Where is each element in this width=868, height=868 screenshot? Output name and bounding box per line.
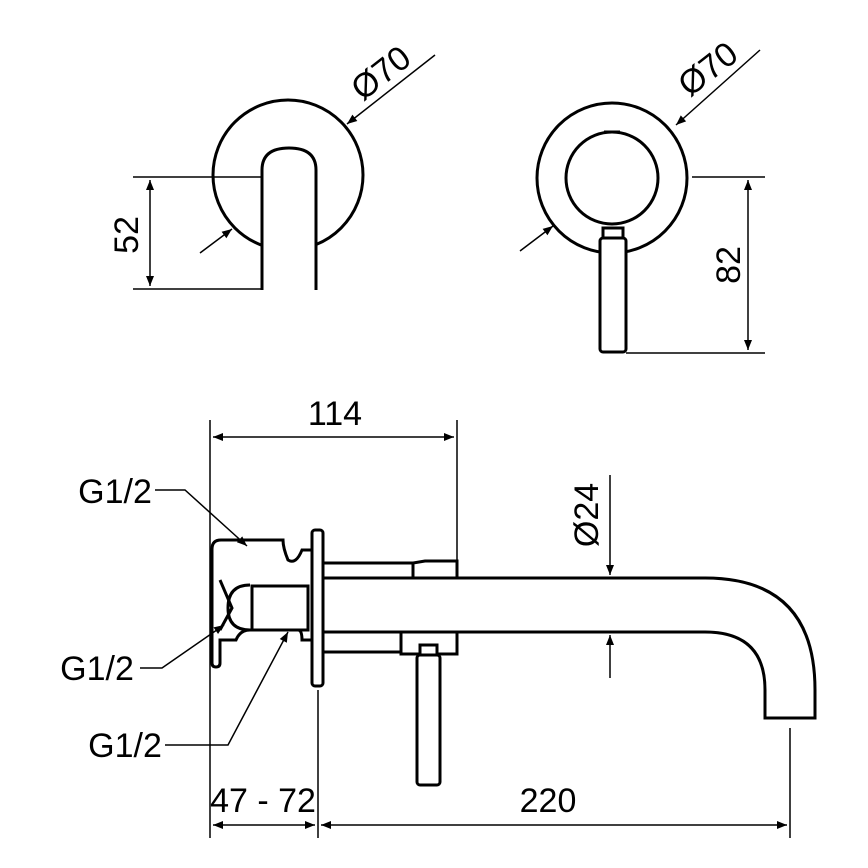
depth-label: 114 (308, 395, 362, 433)
front-view-spout: 52 Ø70 (108, 39, 436, 290)
height-label: 52 (108, 216, 146, 254)
spout-front (260, 146, 318, 290)
cartridge-circle (564, 130, 660, 226)
connection-label-top: G1/2 (78, 473, 152, 511)
lever-handle (415, 653, 442, 787)
height-label: 82 (710, 246, 748, 284)
connection-label-bottom: G1/2 (88, 727, 162, 765)
wall-flange (310, 528, 325, 688)
diameter-label: Ø70 (671, 35, 745, 105)
spout (321, 576, 817, 720)
spout-diameter-label: Ø24 (568, 483, 606, 547)
spout-length-label: 220 (520, 782, 577, 820)
cartridge (250, 584, 310, 632)
lever-handle (598, 236, 628, 354)
wall-range-label: 47 - 72 (210, 782, 316, 820)
connection-label-middle: G1/2 (60, 650, 134, 688)
front-view-handle: 82 Ø70 (519, 35, 765, 354)
side-view: 114 Ø24 G1/2 G1/2 G1/2 47 - 72 220 (60, 395, 817, 838)
